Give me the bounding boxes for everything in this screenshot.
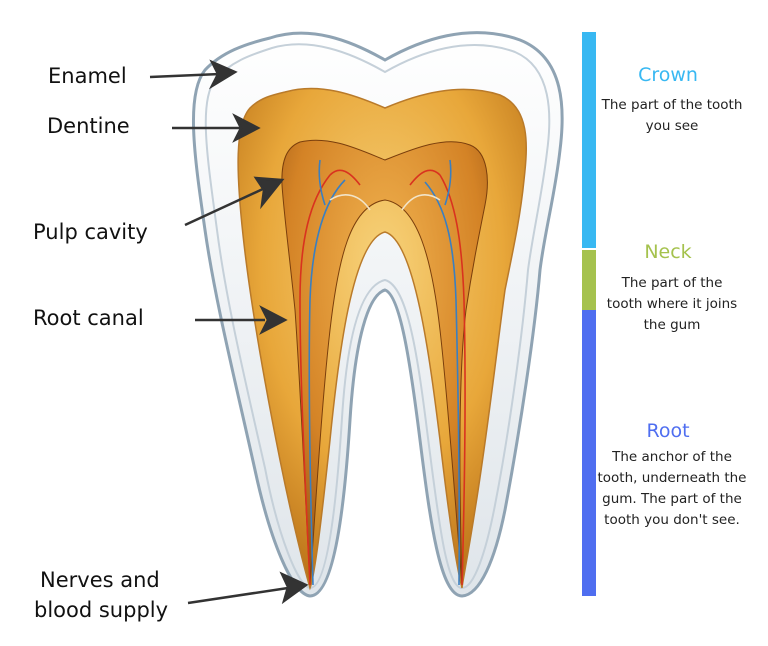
pulp-cavity-arrow: [184, 176, 285, 227]
label-root-canal: Root canal: [33, 306, 144, 330]
label-pulp-cavity: Pulp cavity: [33, 220, 148, 244]
crown-title: Crown: [638, 64, 698, 86]
neck-desc-line3: the gum: [643, 317, 701, 333]
root-title: Root: [646, 420, 690, 442]
root-desc-line2: tooth, underneath the: [597, 470, 747, 486]
neck-desc-line1: The part of the: [621, 275, 723, 291]
crown-desc-line2: you see: [645, 118, 699, 134]
nerves-arrow: [187, 571, 309, 605]
label-dentine: Dentine: [47, 114, 130, 138]
pulp-cavity: [281, 139, 488, 586]
crown-desc-line1: The part of the tooth: [601, 97, 743, 113]
root-desc-line1: The anchor of the: [612, 449, 732, 465]
label-nerves-line2: blood supply: [34, 598, 169, 622]
neck-bar: [582, 250, 596, 310]
label-nerves-line1: Nerves and: [40, 568, 160, 592]
arrows: [149, 59, 309, 605]
neck-title: Neck: [644, 241, 692, 263]
nerves-and-vessels: [299, 159, 466, 586]
crown-bar: [582, 32, 596, 248]
root-bar: [582, 310, 596, 596]
neck-desc-line2: tooth where it joins: [606, 296, 738, 312]
root-desc-line3: gum. The part of the: [602, 491, 742, 507]
enamel-arrow: [149, 59, 238, 90]
root-desc-line4: tooth you don't see.: [604, 512, 740, 528]
dentine-arrow: [172, 113, 261, 143]
root-canal-arrow: [195, 305, 288, 335]
label-enamel: Enamel: [48, 64, 127, 88]
enamel-inner-ring: [204, 43, 551, 590]
